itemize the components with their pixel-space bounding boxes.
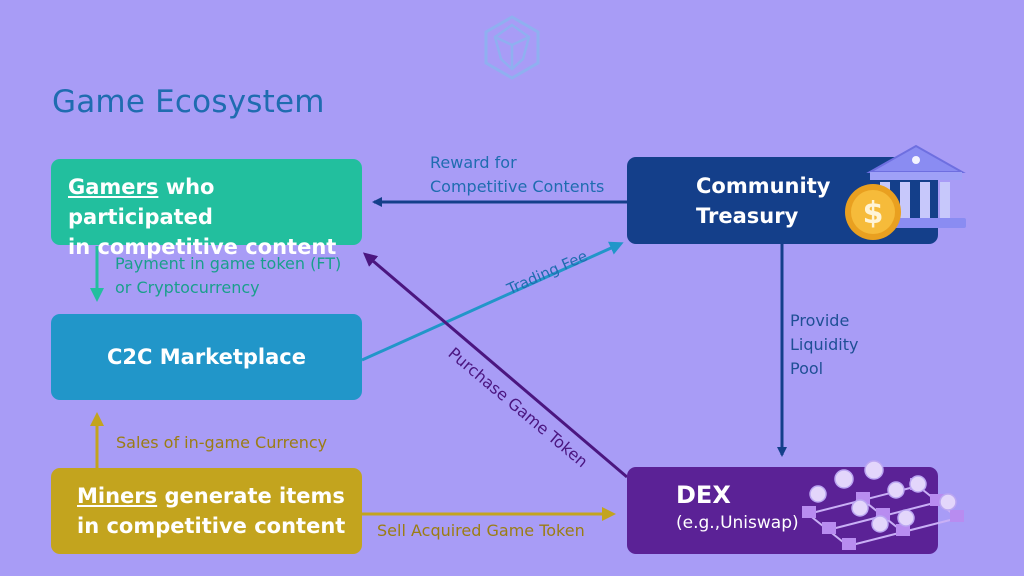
miners-line2: in competitive content	[77, 514, 346, 538]
miners-box: Miners generate items in competitive con…	[51, 468, 362, 554]
sales-label: Sales of in-game Currency	[116, 433, 328, 452]
payment-label-line1: Payment in game token (FT)	[115, 254, 342, 273]
purchase-arrow	[362, 252, 628, 479]
treasury-line2: Treasury	[696, 204, 799, 228]
treasury-line1: Community	[696, 174, 831, 198]
dex-sublabel: (e.g.,Uniswap)	[676, 513, 799, 533]
bank-icon	[866, 144, 966, 228]
coin-icon: $	[845, 184, 901, 240]
page-title: Game Ecosystem	[52, 84, 325, 120]
reward-label: Reward for Competitive Contents	[430, 151, 604, 199]
c2c-marketplace-box: C2C Marketplace	[51, 314, 362, 400]
gamers-line2: in competitive content	[68, 235, 337, 259]
logo-gem-icon	[484, 15, 540, 80]
gamers-line1: who participated	[68, 175, 215, 229]
gamers-box: Gamers who participated in competitive c…	[51, 159, 362, 259]
miners-line1: generate items	[157, 484, 345, 508]
sell-label: Sell Acquired Game Token	[377, 521, 585, 540]
payment-label-line2: or Cryptocurrency	[115, 278, 260, 297]
miners-highlight: Miners	[77, 484, 158, 508]
gamers-text: Gamers who participated in competitive c…	[68, 172, 362, 262]
reward-label-line2: Competitive Contents	[430, 177, 605, 196]
token-grid-icon	[802, 460, 964, 550]
liquidity-label-line2: Liquidity	[790, 335, 859, 354]
treasury-text: Community Treasury	[696, 171, 830, 231]
liquidity-label: Provide Liquidity Pool	[790, 309, 858, 381]
miners-text: Miners generate items in competitive con…	[77, 481, 345, 541]
payment-label: Payment in game token (FT) or Cryptocurr…	[115, 252, 341, 300]
gamers-highlight: Gamers	[68, 175, 159, 199]
reward-label-line1: Reward for	[430, 153, 517, 172]
liquidity-label-line3: Pool	[790, 359, 824, 378]
liquidity-label-line1: Provide	[790, 311, 850, 330]
svg-text:$: $	[863, 196, 884, 231]
c2c-label: C2C Marketplace	[107, 345, 306, 369]
dex-label: DEX	[676, 481, 731, 509]
trading-fee-arrow	[361, 241, 624, 362]
